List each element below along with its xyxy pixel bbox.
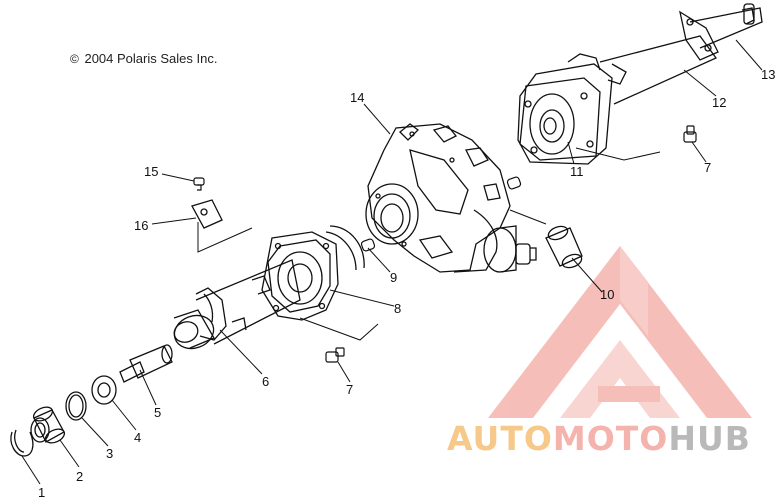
watermark-part-hub: HUB — [668, 419, 751, 458]
leader-lines — [21, 39, 763, 485]
shaft-5 — [119, 344, 173, 383]
pin-9 — [360, 238, 376, 252]
callout-16: 16 — [134, 218, 148, 233]
bolt-15 — [193, 177, 205, 191]
watermark-part-moto: MOTO — [552, 419, 669, 458]
bolt-7-lower — [325, 347, 345, 363]
pin-near-housing — [506, 176, 522, 190]
copyright-symbol: © — [70, 52, 79, 66]
snap-ring-1 — [10, 429, 34, 457]
watermark-logo — [488, 246, 752, 418]
seal-ring-3 — [65, 391, 87, 421]
callout-6: 6 — [262, 374, 269, 389]
axle-tube-left — [173, 231, 339, 350]
differential-housing — [365, 123, 537, 273]
o-ring-8 — [325, 225, 365, 271]
bolt-7-upper — [683, 125, 697, 143]
callout-10: 10 — [600, 287, 614, 302]
callout-1: 1 — [38, 485, 45, 499]
plate-16 — [191, 199, 223, 229]
callout-11: 11 — [570, 164, 584, 179]
bushing-10 — [545, 225, 583, 269]
callout-5: 5 — [154, 405, 161, 420]
callout-labels: 1 2 3 4 5 6 7 7 8 9 10 11 12 13 14 15 16 — [38, 67, 775, 500]
flange-plate-11 — [517, 53, 613, 165]
callout-2: 2 — [76, 469, 83, 484]
callout-4: 4 — [134, 430, 141, 445]
washer-4 — [91, 375, 117, 405]
copyright-notice: © 2004 Polaris Sales Inc. — [70, 51, 217, 66]
watermark-text: AUTOMOTOHUB — [447, 419, 751, 458]
callout-9: 9 — [390, 270, 397, 285]
watermark-part-auto: AUTO — [447, 419, 553, 458]
callout-13: 13 — [761, 67, 775, 82]
callout-12: 12 — [712, 95, 726, 110]
callout-7-lower: 7 — [346, 382, 353, 397]
callout-8: 8 — [394, 301, 401, 316]
callout-7-upper: 7 — [704, 160, 711, 175]
callout-14: 14 — [350, 90, 364, 105]
copyright-text: 2004 Polaris Sales Inc. — [84, 51, 218, 66]
bearing-2 — [30, 406, 66, 444]
callout-15: 15 — [144, 164, 158, 179]
callout-3: 3 — [106, 446, 113, 461]
axle-tube-right — [599, 3, 763, 105]
